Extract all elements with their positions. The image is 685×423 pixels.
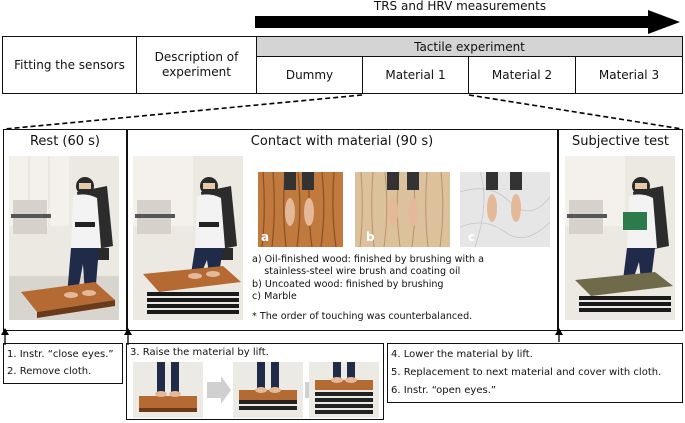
material-b-tag: b	[366, 230, 375, 244]
timeline-arrow	[255, 10, 680, 34]
lift-sequence-photos	[133, 362, 379, 418]
step-connectors	[1, 328, 563, 345]
rest-photo	[9, 156, 119, 320]
description-label: Description of experiment	[154, 50, 239, 79]
tactile-label: Tactile experiment	[414, 39, 525, 54]
condition-material-3: Material 3	[575, 56, 683, 94]
contact-photo	[133, 156, 243, 320]
condition-label: Material 1	[385, 68, 446, 82]
step-item: 4. Lower the material by lift.	[391, 349, 533, 360]
zoom-dashed-lines	[4, 94, 683, 130]
subjective-title: Subjective test	[572, 134, 669, 149]
material-b-caption: b) Uncoated wood: finished by brushing	[252, 279, 444, 290]
material-a-photo	[258, 172, 343, 247]
contact-title: Contact with material (90 s)	[250, 134, 434, 149]
material-a-caption: a) Oil-finished wood: finished by brushi…	[252, 254, 484, 278]
description-cell: Description of experiment	[136, 36, 257, 94]
material-b-photo	[355, 172, 450, 247]
steps-middle-box: 3. Raise the material by lift.	[126, 343, 384, 420]
step-item: 2. Remove cloth.	[7, 366, 92, 377]
rest-title: Rest (60 s)	[29, 134, 101, 149]
material-a-tag: a	[261, 230, 270, 244]
steps-right-box: 4. Lower the material by lift. 5. Replac…	[387, 343, 683, 403]
step-item: 6. Instr. “open eyes.”	[391, 385, 497, 396]
material-c-tag: c	[468, 230, 476, 244]
step-item: 5. Replacement to next material and cove…	[391, 367, 662, 378]
panel-divider	[557, 129, 559, 331]
condition-label: Material 3	[598, 68, 660, 82]
step-item: 3. Raise the material by lift.	[130, 347, 269, 358]
timeline-label: TRS and HRV measurements	[373, 0, 547, 13]
subjective-photo	[565, 156, 675, 320]
panel-divider	[126, 129, 128, 331]
procedure-panel	[3, 129, 683, 331]
condition-label: Dummy	[285, 68, 334, 82]
steps-left-box: 1. Instr. “close eyes.” 2. Remove cloth.	[3, 343, 123, 384]
condition-label: Material 2	[491, 68, 553, 82]
fitting-sensors-label: Fitting the sensors	[14, 58, 125, 72]
step-item: 1. Instr. “close eyes.”	[7, 349, 114, 360]
material-c-photo	[460, 172, 550, 247]
counterbalance-note: * The order of touching was counterbalan…	[252, 311, 473, 322]
material-c-caption: c) Marble	[252, 291, 297, 302]
